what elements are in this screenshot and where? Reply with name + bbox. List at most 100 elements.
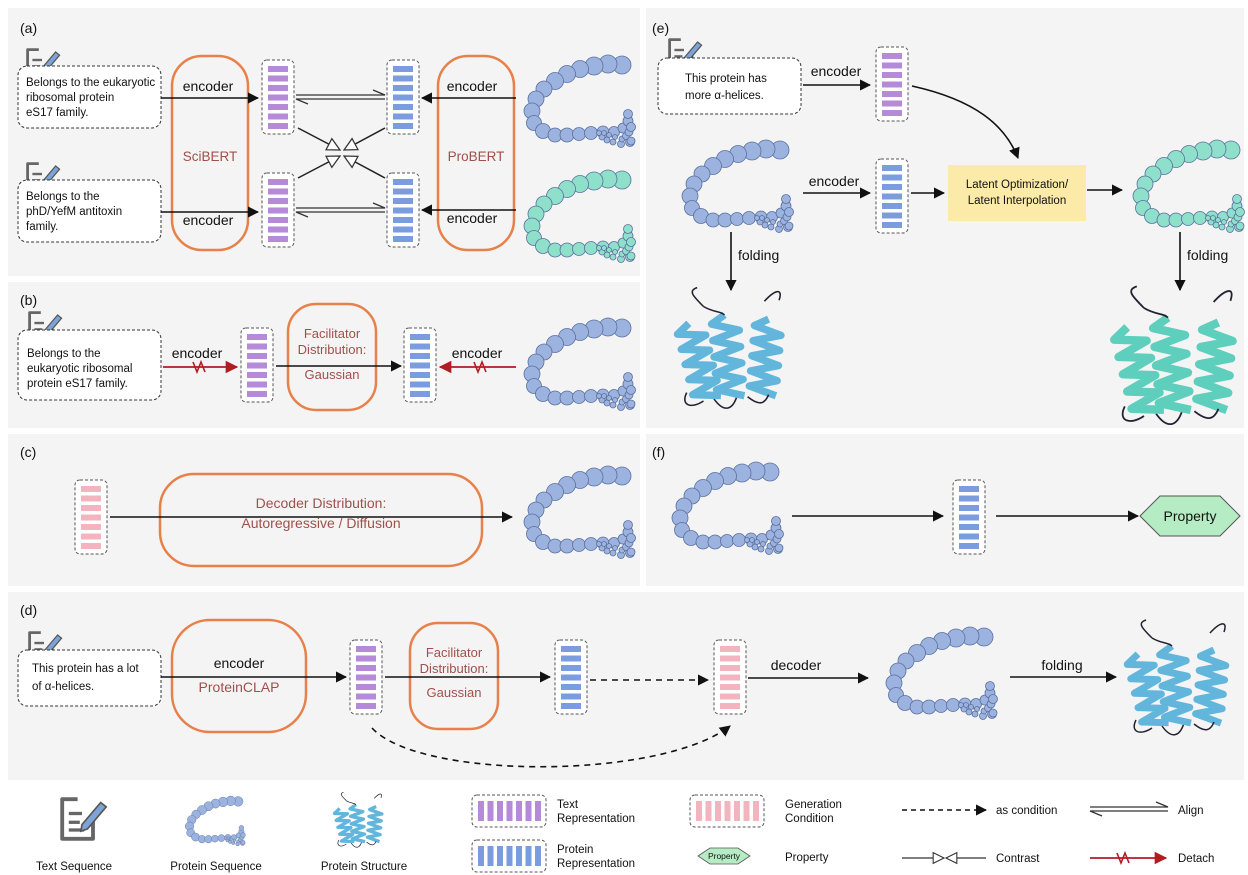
residue-bead <box>707 534 723 550</box>
bead-chain <box>523 317 636 411</box>
text-line-2: more α-helices. <box>685 90 764 102</box>
representation-cell <box>268 66 288 72</box>
alpha-helix <box>332 807 355 844</box>
folding-label: folding <box>738 247 779 263</box>
text-box <box>17 329 162 401</box>
residue-bead <box>601 245 607 251</box>
residue-bead <box>958 702 964 708</box>
generation-condition <box>74 479 108 555</box>
text-box-1 <box>17 65 162 129</box>
residue-bead <box>601 541 607 547</box>
residue-bead <box>606 395 612 401</box>
residue-bead <box>974 706 980 712</box>
encoder-label: encoder <box>811 63 862 79</box>
loop-strand <box>684 286 781 409</box>
representation-cell <box>525 801 532 821</box>
protein-sequence <box>671 461 784 555</box>
folding-label: folding <box>1187 247 1228 263</box>
protein-structure <box>1123 619 1230 736</box>
bead-chain <box>185 795 246 847</box>
residue-bead <box>626 237 636 247</box>
representation-cell <box>268 113 288 120</box>
residue-bead <box>606 543 612 549</box>
text-representation-icon <box>471 794 547 828</box>
panel-a-label: (a) <box>20 20 37 36</box>
residue-bead <box>770 219 776 225</box>
panel-b-label: (b) <box>20 292 37 308</box>
residue-bead <box>1168 212 1184 228</box>
helix-bundle <box>1110 285 1237 425</box>
representation-cell <box>525 846 532 866</box>
representation-cell <box>561 646 581 652</box>
representation-cell <box>393 217 413 223</box>
representation-cell <box>268 217 288 223</box>
panel-d-label: (d) <box>20 602 37 618</box>
representation-cell <box>705 801 712 821</box>
alpha-helix <box>707 311 747 400</box>
encoder-label: encoder <box>214 655 265 671</box>
encoder-label: encoder <box>452 345 503 361</box>
representation-cell <box>959 495 979 502</box>
representation-cell <box>561 665 581 671</box>
protein-sequence <box>681 139 794 233</box>
align-upper-line <box>1090 801 1169 808</box>
representation-cell <box>478 846 484 866</box>
panel-d: (d) This protein has a lot of α-helices.… <box>17 602 1230 768</box>
representation-cell <box>882 72 902 78</box>
residue-bead <box>1232 194 1242 204</box>
representation-cell <box>410 334 430 340</box>
residue-bead <box>609 253 617 261</box>
align-arrow-1 <box>295 89 386 105</box>
residue-bead <box>596 245 602 251</box>
representation-cell <box>959 514 979 521</box>
text-representation <box>349 639 383 715</box>
residue-bead <box>988 694 998 704</box>
representation-cell <box>393 123 413 129</box>
decoder-line-1: Decoder Distribution: <box>256 495 387 511</box>
protein-sequence <box>523 317 636 411</box>
residue-bead <box>1205 215 1211 221</box>
representation-cell <box>393 94 413 101</box>
representation-cell <box>720 684 740 690</box>
alpha-helix <box>1123 651 1169 727</box>
pencil-glyph <box>79 801 108 833</box>
residue-bead <box>626 122 636 132</box>
align-upper-line <box>296 202 386 209</box>
text-line-2: eukaryotic ribosomal <box>27 363 132 375</box>
protein-sequence <box>523 54 636 148</box>
representation-cell <box>410 391 430 397</box>
text-line-2: of α-helices. <box>32 681 94 693</box>
panel-a: (a) Belongs to the eukaryotic ribosomal … <box>17 20 636 263</box>
residue-bead <box>229 837 233 841</box>
protein-representation <box>554 639 588 715</box>
residue-bead <box>596 393 602 399</box>
representation-cell <box>561 655 581 662</box>
residue-bead <box>231 841 236 845</box>
scibert-label: SciBERT <box>183 149 238 164</box>
decoder-box <box>158 472 484 568</box>
text-1-line-3: eS17 family. <box>26 107 88 119</box>
encoder-label: encoder <box>183 212 234 228</box>
text-line-1: This protein has <box>685 73 767 85</box>
helix-bundle <box>332 791 384 848</box>
representation-cell <box>882 222 902 228</box>
legend-text-sequence: Text Sequence <box>36 861 112 873</box>
facilitator-line-2: Distribution: <box>420 661 489 676</box>
representation-cell <box>247 353 267 359</box>
text-box <box>17 649 162 707</box>
text-2-line-2: phD/YefM antitoxin <box>26 206 122 218</box>
representation-cell <box>561 684 581 690</box>
text-sequence-icon <box>60 797 108 841</box>
representation-cell <box>81 495 101 502</box>
protein-representation <box>952 479 986 555</box>
alpha-helix <box>365 805 384 844</box>
representation-cell <box>247 381 267 388</box>
text-representation-1 <box>261 59 295 135</box>
representation-cell <box>247 362 267 369</box>
protein-structure-optimized <box>1110 285 1237 425</box>
representation-cell <box>268 94 288 101</box>
proteinclap-label: ProteinCLAP <box>199 679 280 695</box>
facilitator-line-3: Gaussian <box>427 685 482 700</box>
alpha-helix <box>1156 643 1194 727</box>
